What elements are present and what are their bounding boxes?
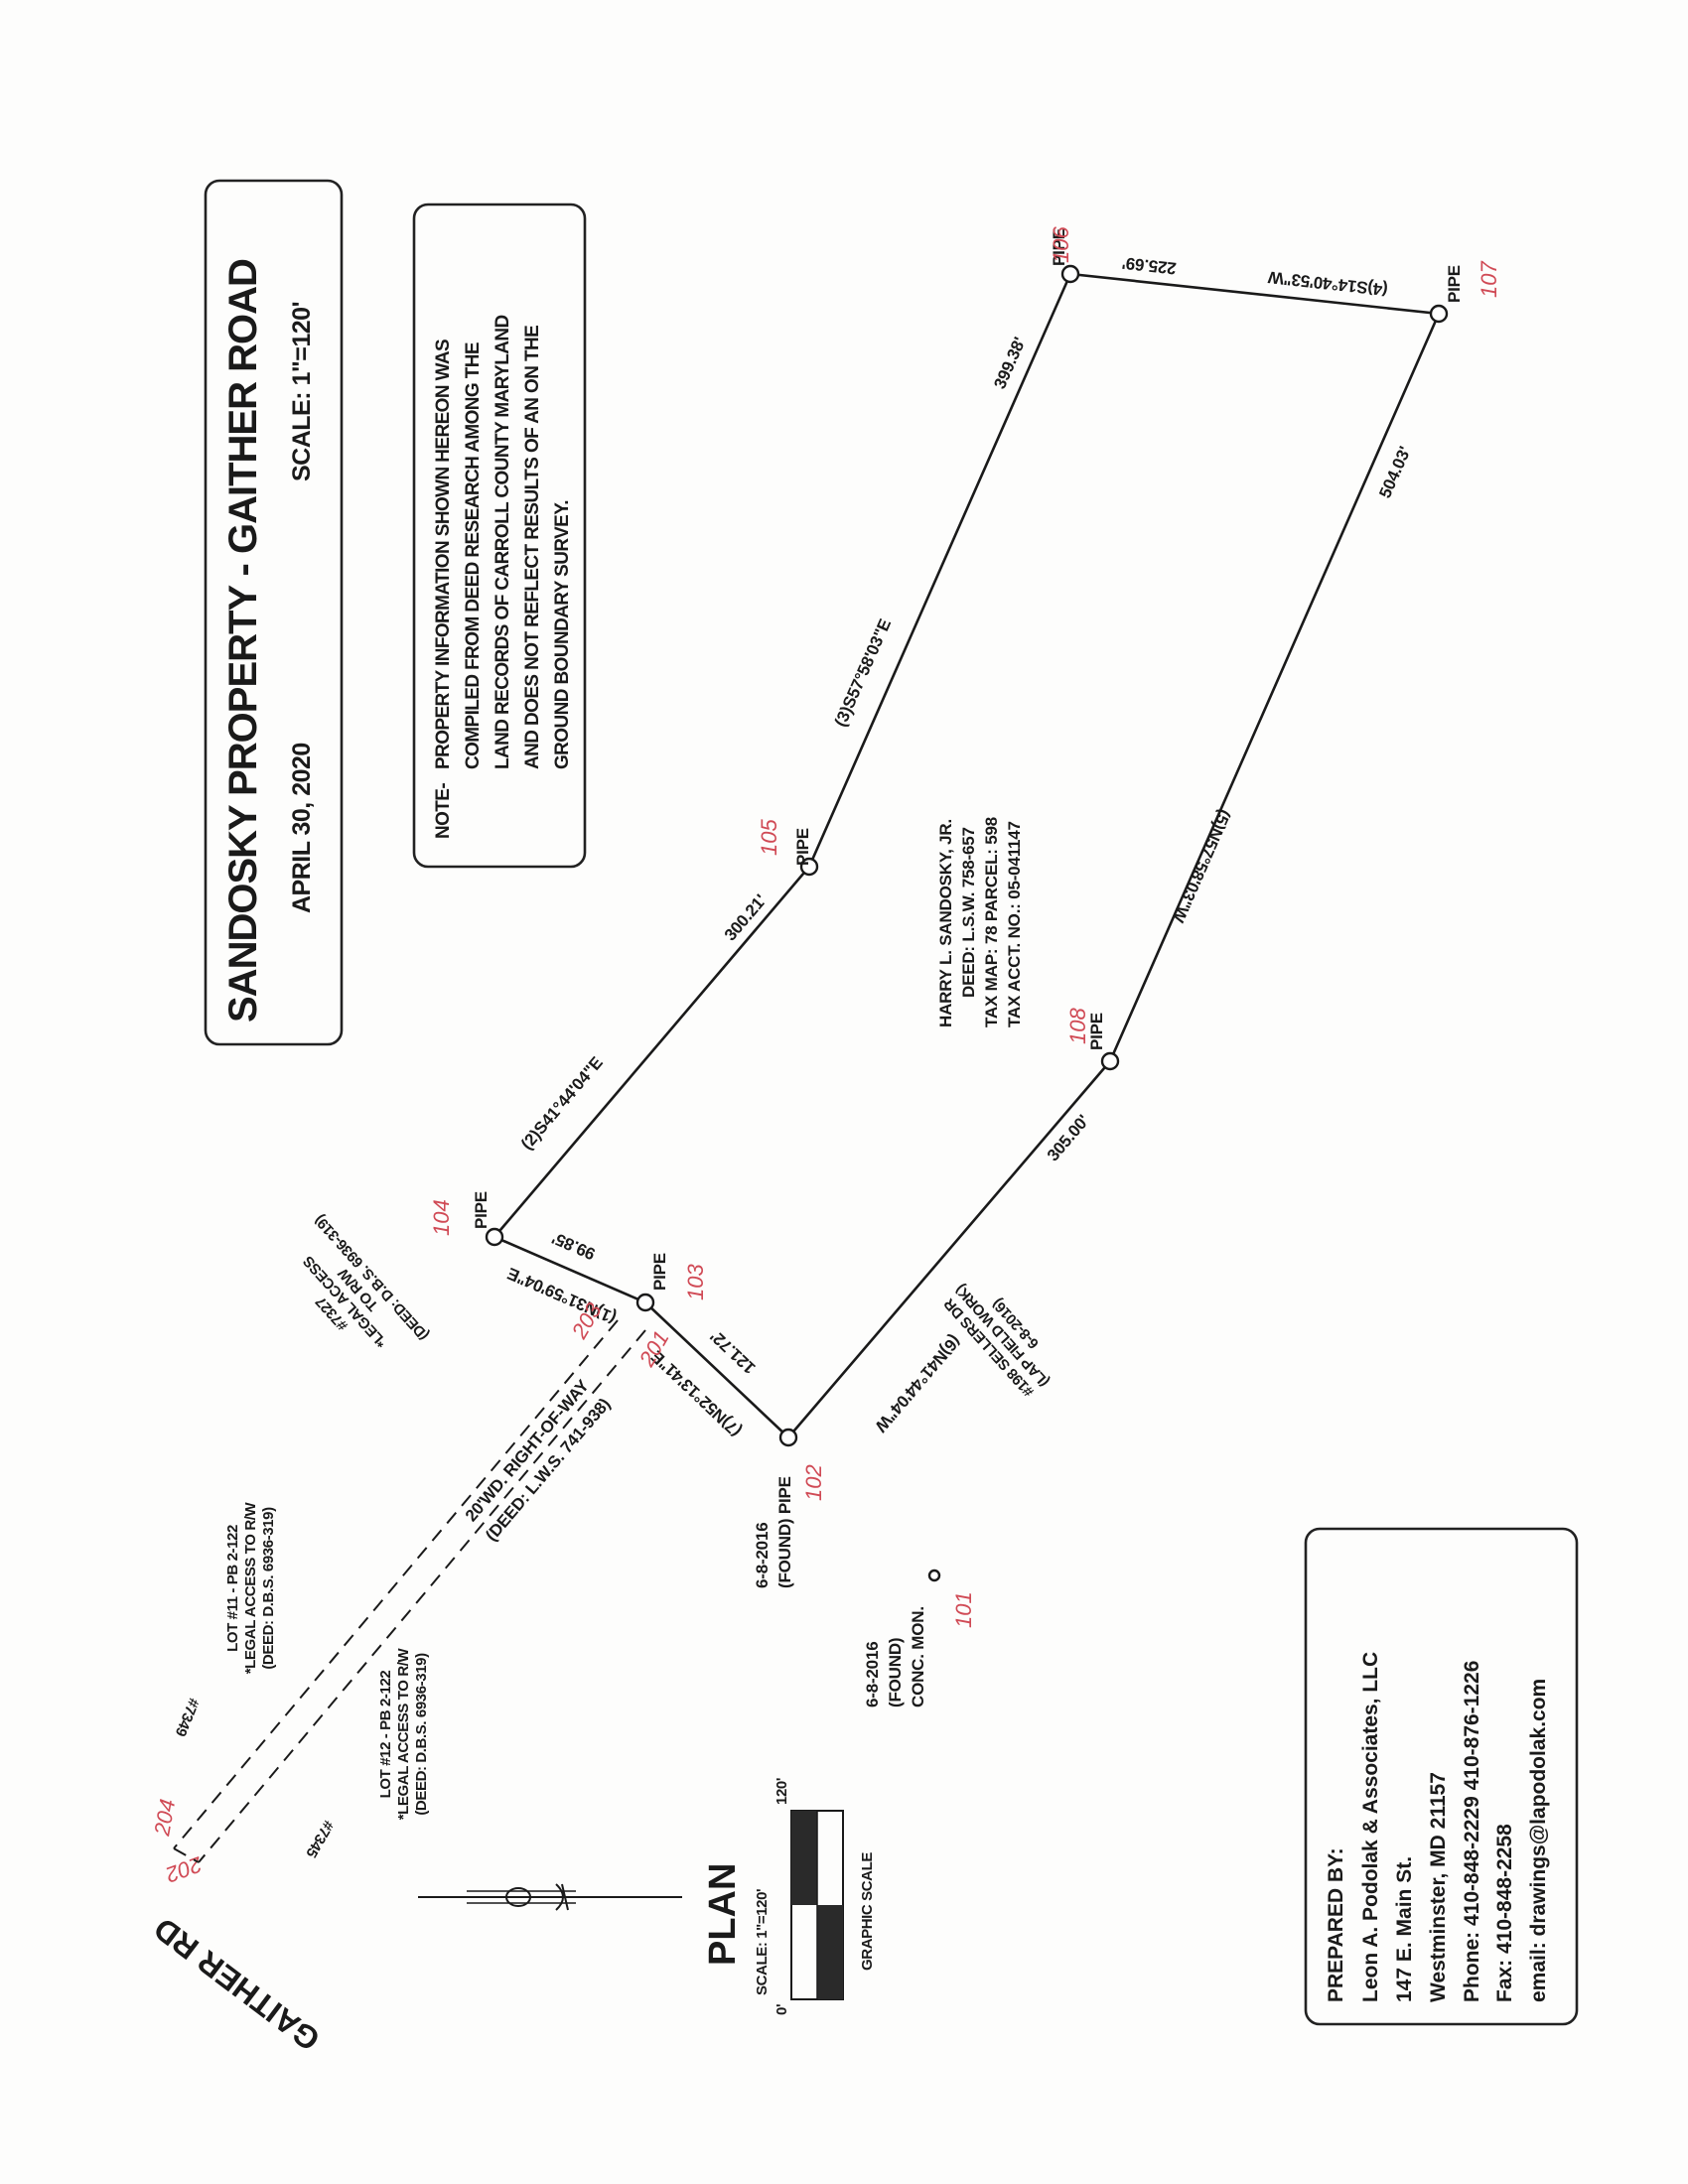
plan-scale: SCALE: 1"=120' — [754, 1889, 771, 1995]
adjoiner-line: LOT #11 - PB 2-122 — [224, 1525, 241, 1652]
note-line: AND DOES NOT REFLECT RESULTS OF AN ON TH… — [522, 326, 543, 769]
graphic-scale-label: GRAPHIC SCALE — [859, 1852, 876, 1971]
pipe-marker-105 — [799, 857, 819, 877]
pipe-label-104: PIPE — [472, 1191, 491, 1229]
pipe-label-103: PIPE — [650, 1253, 669, 1291]
point-number-103: 103 — [683, 1264, 708, 1300]
found-pipe-date: 6-8-2016 — [753, 1523, 772, 1588]
course-6-bearing: (6)N41°44'04"W — [871, 1331, 964, 1436]
note-label: NOTE- — [433, 783, 454, 839]
property-boundary — [485, 264, 1449, 1582]
note-line: PROPERTY INFORMATION SHOWN HEREON WAS — [433, 340, 454, 769]
note-line: LAND RECORDS OF CARROLL COUNTY MARYLAND — [492, 315, 513, 769]
pipe-label-108: PIPE — [1087, 1013, 1106, 1050]
course-6-distance: 305.00' — [1044, 1111, 1093, 1164]
adjoiner-lot-12: LOT #12 - PB 2-122 *LEGAL ACCESS TO R/W … — [377, 1647, 430, 1820]
conc-monument-marker — [927, 1569, 941, 1582]
north-arrow-icon — [418, 1883, 682, 1911]
plat-date: APRIL 30, 2020 — [288, 743, 316, 913]
point-number-107: 107 — [1477, 261, 1501, 298]
scale-tick-end: 120' — [774, 1778, 790, 1805]
point-number-106: 106 — [1049, 226, 1073, 263]
row-line-south — [198, 1329, 646, 1863]
course-3-bearing: (3)S57°58'03"E — [831, 616, 895, 730]
adjoiner-lot-7327: #7327 *LEGAL ACCESS TO R/W (DEED: D.B.S.… — [300, 1211, 433, 1350]
note-block: NOTE- PROPERTY INFORMATION SHOWN HEREON … — [412, 203, 587, 869]
scale-tick-start: 0' — [774, 2004, 790, 2015]
point-numbers: 104 103 102 108 105 106 107 101 203 201 … — [149, 226, 1501, 1888]
row-end-line — [173, 1847, 200, 1863]
note-line: COMPILED FROM DEED RESEARCH AMONG THE — [463, 342, 484, 769]
course-5-distance: 504.03' — [1375, 444, 1414, 501]
pipe-label-106: PIPE — [1050, 228, 1068, 266]
pipe-marker-106 — [1060, 264, 1080, 284]
title-block: SANDOSKY PROPERTY - GAITHER ROAD APRIL 3… — [204, 179, 344, 1046]
pipe-labels: PIPE PIPE PIPE PIPE PIPE PIPE 6-8-2016 (… — [472, 228, 1464, 1707]
firm-phone: Phone: 410-848-2229 410-876-1226 — [1461, 1661, 1483, 2002]
plan-title: PLAN — [702, 1863, 744, 1966]
course-7-distance: 121.72' — [707, 1326, 760, 1377]
owner-tax-map: TAX MAP: 78 PARCEL: 598 — [982, 817, 1001, 1027]
pipe-marker-102 — [778, 1428, 798, 1447]
point-number-105: 105 — [757, 819, 781, 856]
prepared-by-block: PREPARED BY: Leon A. Podolak & Associate… — [1304, 1527, 1579, 2026]
firm-name: Leon A. Podolak & Associates, LLC — [1359, 1652, 1382, 2002]
found-pipe-label: (FOUND) PIPE — [775, 1476, 794, 1588]
adjoiner-line: (DEED: D.B.S. 6936-319) — [260, 1507, 277, 1670]
prepared-by-box — [1304, 1527, 1579, 2026]
plat-title: SANDOSKY PROPERTY - GAITHER ROAD — [221, 259, 265, 1023]
pipe-marker-107 — [1429, 304, 1449, 324]
firm-street: 147 E. Main St. — [1393, 1856, 1416, 2002]
adjoiner-sellers-dr: #198 SELLERS DR (LAP FIELD WORK) 6-8-201… — [940, 1281, 1053, 1400]
boundary-line — [492, 272, 1441, 1439]
point-number-204: 204 — [149, 1797, 180, 1838]
owner-tax-account: TAX ACCT. NO.: 05-041147 — [1005, 821, 1024, 1027]
point-number-202: 202 — [163, 1851, 207, 1887]
title-box — [204, 179, 344, 1046]
pipe-label-107: PIPE — [1445, 265, 1464, 303]
adjoiner-line: (DEED: D.B.S. 6936-319) — [413, 1653, 430, 1816]
found-conc-label: (FOUND) — [886, 1638, 905, 1707]
owner-deed: DEED: L.S.W. 758-657 — [959, 827, 978, 998]
owner-info: HARRY L. SANDOSKY, JR. DEED: L.S.W. 758-… — [936, 817, 1024, 1027]
point-number-108: 108 — [1065, 1008, 1090, 1044]
owner-name: HARRY L. SANDOSKY, JR. — [936, 819, 955, 1027]
course-4-bearing: (4)S14°40'53"W — [1266, 267, 1388, 299]
found-conc-date: 6-8-2016 — [863, 1642, 882, 1707]
point-number-101: 101 — [951, 1591, 976, 1628]
house-number-7349: #7349 — [172, 1696, 203, 1738]
road-label-gaither-rd: GAITHER RD — [147, 1910, 327, 2058]
graphic-scale-bar — [790, 1810, 844, 2000]
course-2-distance: 300.21' — [721, 890, 771, 944]
plan-block: PLAN SCALE: 1"=120' GRAPHIC SCALE 0' 120… — [702, 1778, 876, 2015]
prepared-by-heading: PREPARED BY: — [1325, 1847, 1347, 2002]
course-1-distance: 99.85' — [549, 1228, 598, 1264]
adjoiner-line: *LEGAL ACCESS TO R/W — [242, 1501, 259, 1674]
firm-city: Westminster, MD 21157 — [1427, 1772, 1450, 2002]
note-box — [412, 203, 587, 869]
point-number-102: 102 — [801, 1464, 826, 1501]
plat-scale: SCALE: 1"=120' — [288, 302, 316, 481]
pipe-label-105: PIPE — [793, 828, 812, 866]
adjoiner-line: LOT #12 - PB 2-122 — [377, 1671, 394, 1799]
note-line: GROUND BOUNDARY SURVEY. — [552, 500, 573, 769]
point-number-104: 104 — [429, 1199, 454, 1236]
course-2-bearing: (2)S41°44'04"E — [517, 1053, 607, 1154]
firm-fax: Fax: 410-848-2258 — [1493, 1824, 1516, 2002]
house-number-7345: #7345 — [303, 1818, 338, 1860]
pipe-marker-103 — [635, 1293, 655, 1312]
pipe-marker-104 — [485, 1227, 504, 1247]
adjoiner-lot-11: LOT #11 - PB 2-122 *LEGAL ACCESS TO R/W … — [224, 1501, 277, 1674]
course-4-distance: 225.69' — [1121, 253, 1178, 278]
course-5-bearing: (5)N57°58'03"W — [1168, 807, 1234, 926]
firm-email: email: drawings@lapodolak.com — [1527, 1679, 1550, 2002]
row-line-north — [173, 1319, 619, 1849]
found-conc-mon-label: CONC. MON. — [909, 1606, 927, 1707]
adjoiner-line: *LEGAL ACCESS TO R/W — [395, 1647, 412, 1820]
pipe-marker-108 — [1100, 1051, 1120, 1071]
